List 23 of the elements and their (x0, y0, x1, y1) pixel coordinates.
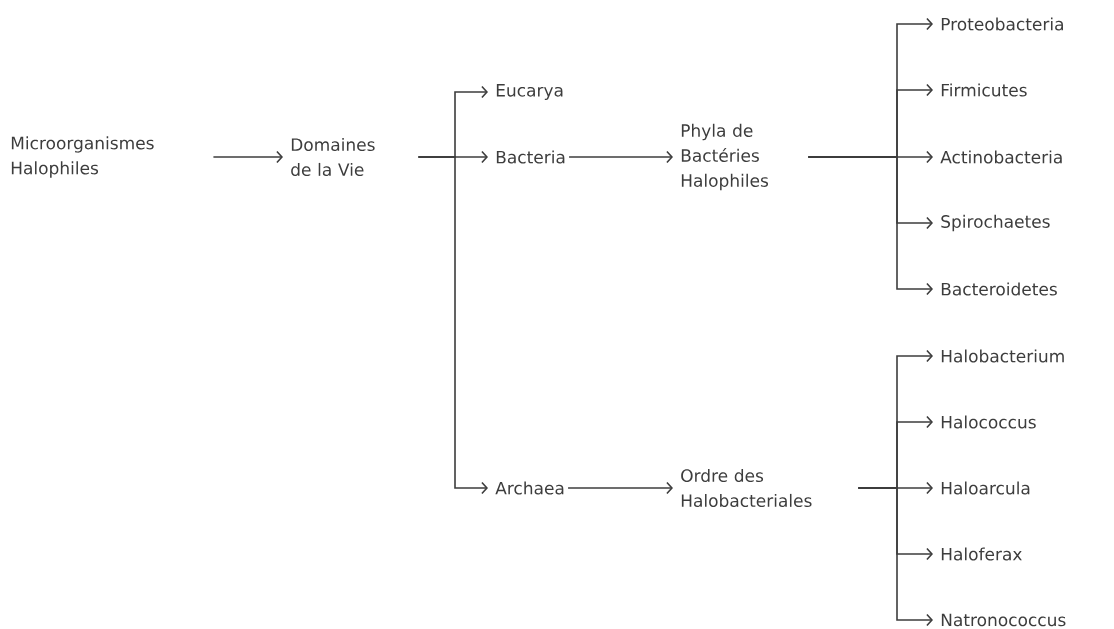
text-label: Microorganismes Halophiles (11, 136, 154, 178)
text-label: Archaea (495, 481, 564, 495)
text-label: Proteobacteria (941, 17, 1063, 31)
arrow (807, 156, 933, 296)
text-label: Bacteria (496, 150, 565, 164)
text-label: Eucarya (496, 84, 563, 100)
text-label: Domaines de la Vie (291, 137, 375, 177)
text-label: Halococcus (941, 415, 1036, 429)
text-label: Natronococcus (941, 613, 1066, 627)
text-label: Haloarcula (941, 481, 1030, 495)
arrow (857, 487, 933, 627)
arrow (568, 150, 673, 164)
text-label: Firmicutes (941, 83, 1027, 97)
arrow (212, 150, 283, 164)
text-label: Spirochaetes (941, 214, 1050, 232)
text-label: Haloferax (941, 547, 1022, 561)
text-label: Ordre des Halobacteriales (681, 468, 812, 508)
text-label: Halobacterium (941, 349, 1064, 363)
arrow (567, 481, 673, 495)
text-label: Phyla de Bactéries Halophiles (681, 123, 769, 191)
text-label: Actinobacteria (940, 150, 1062, 164)
text-label: Bacteroidetes (941, 282, 1057, 296)
arrow (417, 156, 488, 495)
